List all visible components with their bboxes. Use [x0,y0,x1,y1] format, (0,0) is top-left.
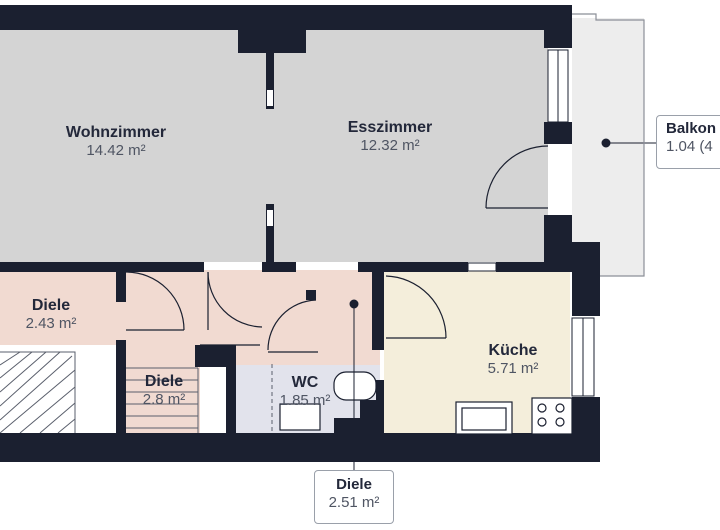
room-name: Wohnzimmer [65,124,167,141]
callout-area: 1.04 (4 [666,138,713,155]
callout-area: 2.51 m² [328,494,380,511]
room-area: 2.8 m² [142,391,186,409]
room-label-wohnzimmer: Wohnzimmer 14.42 m² [46,124,186,160]
toilet-icon [333,371,377,401]
room-area: 12.32 m² [360,137,420,155]
room-label-diele-left: Diele 2.43 m² [6,297,96,333]
staircase [0,345,199,434]
diele-stair-floor [126,360,200,435]
room-name: Diele [144,373,184,390]
esszimmer-floor [270,30,548,262]
callout-diele-bottom: Diele 2.51 m² [314,470,394,524]
diele-center-floor [122,270,380,365]
room-area: 14.42 m² [86,142,146,160]
room-label-esszimmer: Esszimmer 12.32 m² [320,119,460,155]
doors [125,145,549,353]
balcony-railing [572,13,645,277]
fixtures [279,371,573,435]
kitchen-sink-icon [455,401,513,435]
room-name: WC [291,374,319,391]
room-name: Diele [31,297,71,314]
room-label-kueche: Küche 5.71 m² [468,342,558,378]
windows [467,49,595,397]
callout-name: Balkon [666,120,717,137]
wohnzimmer-floor [0,30,270,262]
room-area: 5.71 m² [487,360,539,378]
room-name: Esszimmer [347,119,433,136]
callout-name: Diele [336,476,372,493]
walls [0,5,600,462]
wc-sink-icon [279,403,321,431]
room-area: 2.43 m² [25,315,77,333]
room-area: 1.85 m² [279,392,331,410]
room-label-wc: WC 1.85 m² [270,374,340,410]
openings [266,53,274,433]
room-label-diele-stair: Diele 2.8 m² [124,373,204,409]
room-name: Küche [488,342,538,359]
leader-lines [349,138,656,470]
stove-icon [531,397,573,435]
callout-balkon: Balkon 1.04 (4 [656,115,720,169]
